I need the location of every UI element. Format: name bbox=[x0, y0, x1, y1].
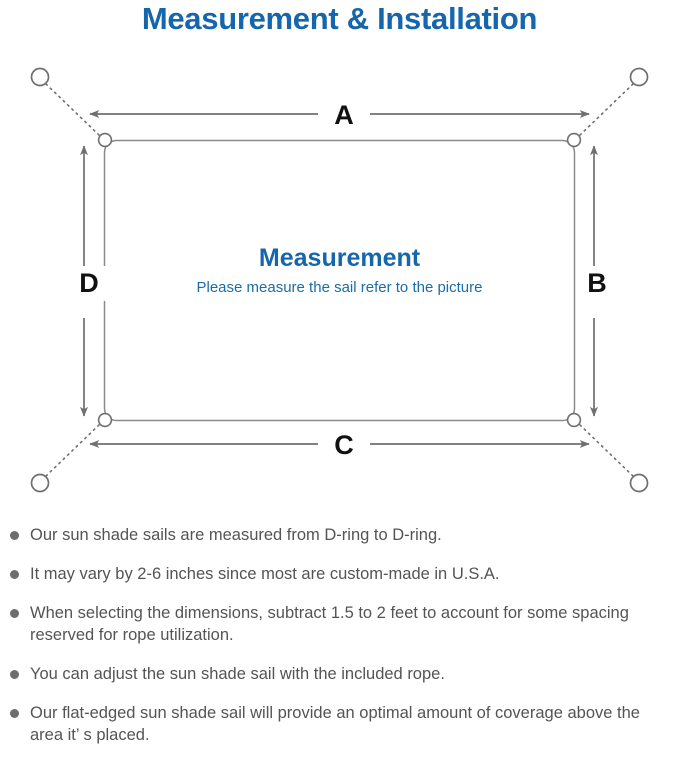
rope-line-bottom-right bbox=[578, 423, 634, 477]
dimension-label-a: A bbox=[318, 100, 370, 131]
d-ring-top-left-icon bbox=[97, 132, 113, 148]
note-text: It may vary by 2-6 inches since most are… bbox=[30, 565, 500, 583]
anchor-bottom-left-icon bbox=[30, 473, 50, 493]
page-title: Measurement & Installation bbox=[141, 1, 538, 36]
dimension-label-b: B bbox=[578, 266, 616, 301]
note-text: You can adjust the sun shade sail with t… bbox=[30, 665, 445, 683]
sail-heading: Measurement bbox=[258, 244, 421, 272]
bullet-icon bbox=[10, 570, 19, 579]
bullet-icon bbox=[10, 670, 19, 679]
note-text: Our flat-edged sun shade sail will provi… bbox=[30, 704, 640, 744]
rope-line-top-right bbox=[578, 83, 634, 137]
bullet-icon bbox=[10, 531, 19, 540]
list-item: It may vary by 2-6 inches since most are… bbox=[0, 563, 679, 585]
anchor-top-left-icon bbox=[30, 67, 50, 87]
rope-line-bottom-left bbox=[45, 423, 101, 477]
list-item: Our sun shade sails are measured from D-… bbox=[0, 524, 679, 546]
dimension-label-c: C bbox=[318, 430, 370, 461]
rope-line-top-left bbox=[45, 83, 101, 137]
dimension-label-d: D bbox=[70, 266, 108, 301]
d-ring-bottom-left-icon bbox=[97, 412, 113, 428]
sail-subheading: Please measure the sail refer to the pic… bbox=[196, 279, 483, 296]
bullet-icon bbox=[10, 709, 19, 718]
anchor-top-right-icon bbox=[629, 67, 649, 87]
list-item: Our flat-edged sun shade sail will provi… bbox=[0, 702, 679, 746]
list-item: When selecting the dimensions, subtract … bbox=[0, 602, 679, 646]
bullet-icon bbox=[10, 609, 19, 618]
list-item: You can adjust the sun shade sail with t… bbox=[0, 663, 679, 685]
note-text: When selecting the dimensions, subtract … bbox=[30, 604, 629, 644]
measurement-diagram bbox=[0, 50, 679, 510]
note-text: Our sun shade sails are measured from D-… bbox=[30, 526, 442, 544]
d-ring-bottom-right-icon bbox=[566, 412, 582, 428]
anchor-bottom-right-icon bbox=[629, 473, 649, 493]
d-ring-top-right-icon bbox=[566, 132, 582, 148]
notes-list: Our sun shade sails are measured from D-… bbox=[0, 524, 679, 763]
